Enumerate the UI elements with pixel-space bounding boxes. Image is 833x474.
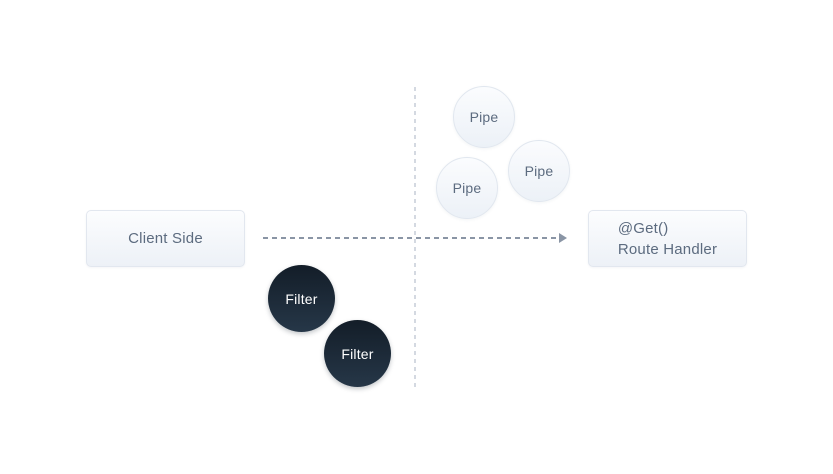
request-flow-arrow-line bbox=[263, 237, 560, 239]
route-handler-decorator-label: @Get() bbox=[617, 219, 669, 237]
pipe-node: Pipe bbox=[453, 86, 515, 148]
route-handler-name-label: Route Handler bbox=[617, 240, 718, 258]
route-handler-text-block: @Get() Route Handler bbox=[618, 218, 717, 260]
route-handler-node: @Get() Route Handler bbox=[588, 210, 747, 267]
filter-label: Filter bbox=[341, 345, 374, 362]
pipe-label: Pipe bbox=[452, 180, 482, 196]
filter-node: Filter bbox=[268, 265, 335, 332]
client-side-node: Client Side bbox=[86, 210, 245, 267]
pipe-node: Pipe bbox=[436, 157, 498, 219]
filter-label: Filter bbox=[285, 290, 318, 307]
request-flow-arrowhead-icon bbox=[559, 233, 567, 243]
pipe-node: Pipe bbox=[508, 140, 570, 202]
pipe-label: Pipe bbox=[469, 109, 499, 125]
pipe-label: Pipe bbox=[524, 163, 554, 179]
filter-node: Filter bbox=[324, 320, 391, 387]
client-side-label: Client Side bbox=[128, 230, 203, 247]
